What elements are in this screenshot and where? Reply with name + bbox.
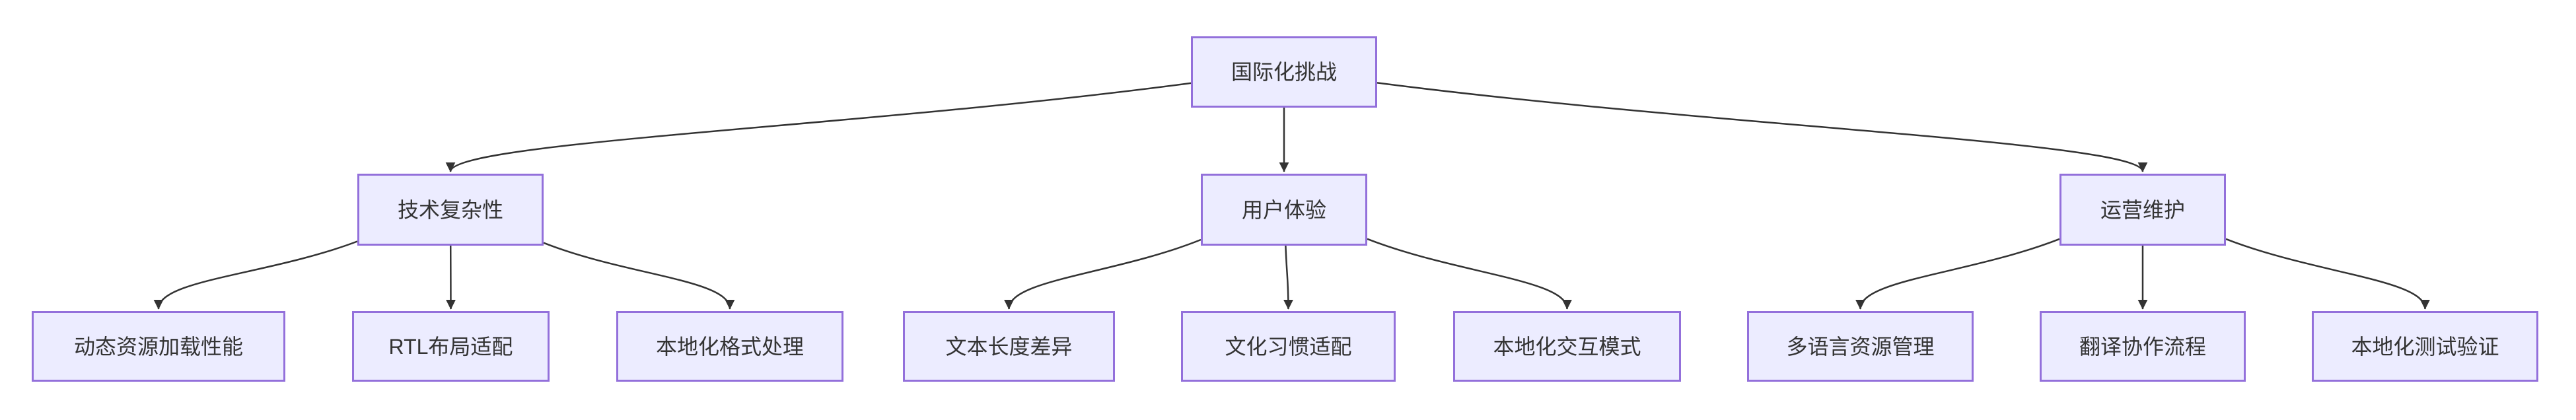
node-localization-testing-verification: 本地化测试验证 [2312, 311, 2538, 382]
node-label: 国际化挑战 [1231, 60, 1337, 84]
node-multilingual-resource-management: 多语言资源管理 [1747, 311, 1974, 382]
node-user-experience: 用户体验 [1201, 174, 1367, 246]
node-text-length-differences: 文本长度差异 [903, 311, 1115, 382]
node-label: 多语言资源管理 [1786, 334, 1935, 359]
node-label: RTL布局适配 [388, 334, 513, 359]
node-label: 运营维护 [2100, 197, 2185, 222]
node-localization-format-handling: 本地化格式处理 [616, 311, 843, 382]
node-technical-complexity: 技术复杂性 [357, 174, 544, 246]
node-label: 文化习惯适配 [1225, 334, 1352, 359]
edge-ux-u1 [1004, 238, 1201, 310]
node-label: 翻译协作流程 [2079, 334, 2206, 359]
node-label: 用户体验 [1241, 197, 1326, 222]
node-translation-collaboration-workflow: 翻译协作流程 [2040, 311, 2246, 382]
node-operations-maintenance: 运营维护 [2059, 174, 2226, 246]
edge-ux-u2 [1283, 245, 1293, 310]
node-label: 文本长度差异 [945, 334, 1073, 359]
edge-ops-o3 [2225, 238, 2430, 310]
edge-ux-u3 [1367, 238, 1572, 310]
node-label: 本地化交互模式 [1493, 334, 1641, 359]
node-label: 本地化格式处理 [655, 334, 804, 359]
node-dynamic-resource-loading-performance: 动态资源加载性能 [32, 311, 285, 382]
node-rtl-layout-adaptation: RTL布局适配 [352, 311, 550, 382]
edge-tech-t1 [153, 240, 358, 310]
edge-root-ops [1377, 82, 2148, 172]
node-i18n-challenges: 国际化挑战 [1191, 36, 1377, 108]
node-localized-interaction-patterns: 本地化交互模式 [1453, 311, 1681, 382]
node-label: 本地化测试验证 [2351, 334, 2499, 359]
edge-tech-t3 [543, 242, 735, 310]
node-label: 动态资源加载性能 [73, 334, 243, 359]
edge-ops-o1 [1855, 238, 2060, 310]
node-label: 技术复杂性 [397, 197, 503, 222]
node-cultural-habit-adaptation: 文化习惯适配 [1181, 311, 1396, 382]
edge-root-tech [445, 82, 1192, 172]
